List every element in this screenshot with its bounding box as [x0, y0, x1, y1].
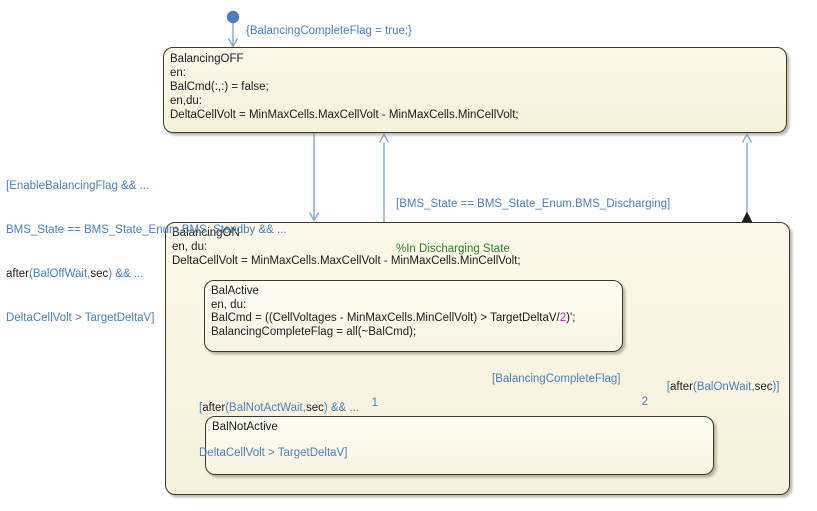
code-text: BalCmd = ((CellVoltages - MinMaxCells.Mi… — [211, 312, 560, 324]
arrowhead-up-icon — [378, 133, 390, 143]
state-action-line: BalancingCompleteFlag = all(~BalCmd); — [211, 325, 417, 338]
state-action-line: en: — [170, 67, 186, 79]
condition-line: [after(BalNotActWait,sec) && ... — [199, 401, 359, 416]
keyword-sec: sec — [754, 381, 773, 393]
keyword-sec: sec — [90, 267, 109, 280]
state-action-line: BalCmd(:,:) = false; — [170, 81, 269, 93]
state-title: BalActive — [211, 285, 259, 297]
condition-text: ) && ... — [108, 267, 144, 280]
state-title: BalancingON — [172, 227, 240, 239]
condition-line: [EnableBalancingFlag && ... — [6, 180, 150, 193]
condition-text: (BalNotActWait, — [225, 402, 306, 414]
state-action-line: en, du: — [172, 241, 208, 253]
condition-text: [ — [666, 381, 670, 393]
transition-off-to-on[interactable] — [308, 131, 320, 222]
condition-text: )] — [772, 381, 780, 393]
comment-line: %In Discharging State — [396, 243, 510, 255]
state-action-line: en, du: — [211, 298, 247, 311]
transition-on-to-off[interactable] — [378, 133, 390, 223]
state-action-line: BalCmd = ((CellVoltages - MinMaxCells.Mi… — [211, 312, 615, 326]
label-active-to-notactive-condition[interactable]: [BalancingCompleteFlag] — [492, 373, 621, 385]
keyword-sec: sec — [305, 402, 324, 414]
condition-text: [ — [199, 402, 203, 414]
label-notactive-to-exit-condition[interactable]: [after(BalOnWait,sec)] — [654, 365, 780, 410]
label-off-to-on-condition[interactable]: [EnableBalancingFlag && ... BMS_State ==… — [6, 150, 287, 354]
condition-text: ) && ... — [323, 402, 360, 414]
numeric-literal: 2 — [559, 312, 567, 324]
keyword-after: after — [6, 267, 30, 280]
label-notactive-to-active-condition[interactable]: [after(BalNotActWait,sec) && ... DeltaCe… — [199, 371, 359, 491]
state-title: BalNotActive — [212, 421, 278, 433]
label-default-transition-action[interactable]: {BalancingCompleteFlag = true;} — [246, 25, 412, 37]
state-bal-not-active[interactable]: BalNotActive — [205, 416, 714, 475]
arrowhead-down-icon — [227, 38, 239, 48]
default-dot-icon[interactable] — [226, 10, 240, 24]
arrowhead-up-icon — [741, 133, 753, 143]
condition-line: DeltaCellVolt > TargetDeltaV] — [6, 311, 155, 324]
condition-line: [BMS_State == BMS_State_Enum.BMS_Dischar… — [396, 198, 671, 210]
condition-line: DeltaCellVolt > TargetDeltaV] — [199, 447, 348, 459]
default-transition-to-balancing-off[interactable] — [226, 10, 240, 48]
state-action-line: DeltaCellVolt = MinMaxCells.MaxCellVolt … — [172, 255, 521, 267]
keyword-after: after — [669, 381, 693, 393]
condition-text: (BalOnWait, — [693, 381, 755, 393]
code-text: )'; — [566, 312, 576, 324]
state-action-line: en,du: — [170, 95, 202, 107]
label-on-to-off-condition[interactable]: [BMS_State == BMS_State_Enum.BMS_Dischar… — [396, 167, 670, 287]
state-balancing-off[interactable]: BalancingOFF en: BalCmd(:,:) = false; en… — [163, 47, 787, 133]
keyword-after: after — [202, 402, 226, 414]
arrowhead-down-icon — [308, 212, 320, 222]
transition-order-number: 2 — [641, 396, 648, 408]
transition-exit-to-off[interactable] — [739, 133, 755, 227]
condition-line: after(BalOffWait,sec) && ... — [6, 267, 287, 282]
state-bal-active[interactable]: BalActive en, du: BalCmd = ((CellVoltage… — [204, 280, 623, 352]
transition-order-number: 1 — [371, 397, 378, 409]
condition-line: BMS_State == BMS_State_Enum.BMS_Standby … — [6, 223, 287, 236]
state-title: BalancingOFF — [170, 53, 244, 65]
state-action-line: DeltaCellVolt = MinMaxCells.MaxCellVolt … — [170, 109, 519, 121]
condition-text: (BalOffWait, — [29, 267, 91, 280]
